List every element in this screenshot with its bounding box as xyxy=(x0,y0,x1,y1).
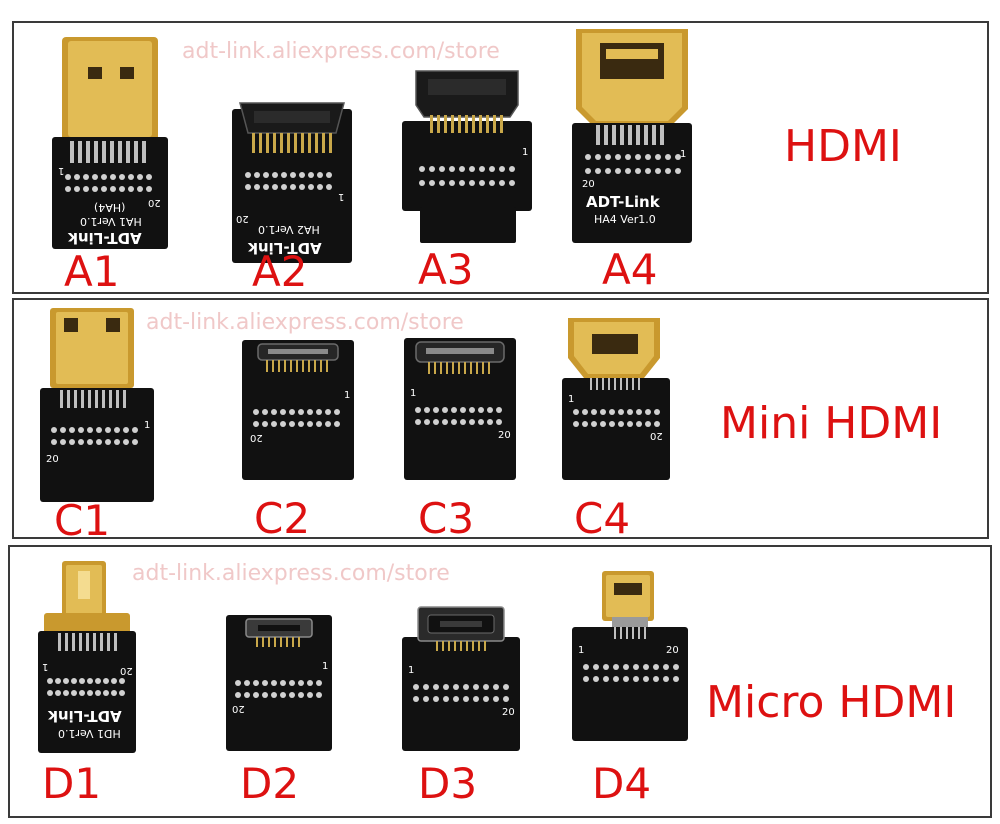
adapter-a1-image: 1 20 (HA4) HA1 Ver1.0 ADT-Link xyxy=(44,37,174,249)
hdmi-male-straight-graphic xyxy=(52,37,168,249)
pin-label-start: 1 xyxy=(42,661,49,672)
pin-label-end: 20 xyxy=(650,430,663,441)
adapter-c2-code: C2 xyxy=(254,494,311,543)
pin-label-end: 20 xyxy=(46,454,59,465)
silkscreen-brand: ADT-Link xyxy=(586,193,660,211)
pin-label-start: 1 xyxy=(410,388,417,399)
silkscreen-sub-model: (HA4) xyxy=(94,201,126,214)
adapter-c4-image: 1 20 xyxy=(562,318,670,480)
pin-label-start: 1 xyxy=(408,665,415,676)
adapter-d4-image: 1 20 xyxy=(572,571,688,741)
silkscreen-model: HA2 Ver1.0 xyxy=(258,223,320,236)
pin-label-end: 20 xyxy=(232,703,245,714)
micro-hdmi-male-graphic xyxy=(38,561,136,753)
pin-label-end: 20 xyxy=(498,430,511,441)
micro-hdmi-panel: adt-link.aliexpress.com/store Micro HDMI… xyxy=(8,545,992,818)
pin-label-start: 1 xyxy=(344,390,351,401)
silkscreen-brand: ADT-Link xyxy=(68,229,142,247)
pin-label-end: 20 xyxy=(236,213,249,224)
silkscreen-model: HA1 Ver1.0 xyxy=(80,215,142,228)
pin-label-start: 1 xyxy=(578,645,585,656)
adapter-d1-code: D1 xyxy=(42,759,102,808)
mini-hdmi-female-up-angle-graphic xyxy=(404,338,516,480)
watermark-text: adt-link.aliexpress.com/store xyxy=(132,561,450,586)
pin-label-start: 1 xyxy=(144,420,151,431)
adapter-c1-image: 1 20 xyxy=(40,308,154,502)
pin-label-start: 1 xyxy=(568,394,575,405)
adapter-d2-code: D2 xyxy=(240,759,300,808)
mini-hdmi-row-label: Mini HDMI xyxy=(720,398,943,449)
pin-label-start: 1 xyxy=(680,149,687,160)
mini-hdmi-panel: adt-link.aliexpress.com/store Mini HDMI … xyxy=(12,298,989,545)
pin-label-end: 20 xyxy=(666,645,679,656)
hdmi-row-label: HDMI xyxy=(784,121,902,172)
silkscreen-brand: ADT-Link xyxy=(48,707,122,725)
pin-label-end: 20 xyxy=(250,432,263,443)
pin-label-start: 1 xyxy=(522,147,529,158)
adapter-a1-code: A1 xyxy=(64,247,120,296)
adapter-d4-code: D4 xyxy=(592,759,652,808)
pin-label-start: 1 xyxy=(58,165,65,176)
hdmi-female-90deg-graphic xyxy=(232,102,352,263)
pin-label-end: 20 xyxy=(120,665,133,676)
adapter-d2-image: 1 20 xyxy=(226,615,332,751)
pin-label-end: 20 xyxy=(502,707,515,718)
adapter-d3-image: 1 20 xyxy=(402,606,520,751)
watermark-text: adt-link.aliexpress.com/store xyxy=(182,39,500,64)
silkscreen-model: HA4 Ver1.0 xyxy=(594,213,656,226)
mini-hdmi-female-90deg-graphic xyxy=(242,340,354,480)
adapter-c3-image: 1 20 xyxy=(404,338,516,480)
watermark-text: adt-link.aliexpress.com/store xyxy=(146,310,464,335)
micro-hdmi-female-up-angle-graphic xyxy=(402,606,520,751)
silkscreen-model: HD1 Ver1.0 xyxy=(58,727,121,740)
adapter-a4-code: A4 xyxy=(602,245,658,294)
adapter-d1-image: 1 20 ADT-Link HD1 Ver1.0 xyxy=(38,561,136,753)
mini-hdmi-male-graphic xyxy=(40,308,154,502)
adapter-c2-image: 1 20 xyxy=(242,340,354,480)
adapter-a4-image: 1 20 ADT-Link HA4 Ver1.0 xyxy=(572,29,692,243)
hdmi-female-up-angle-graphic xyxy=(402,70,532,243)
adapter-a2-code: A2 xyxy=(252,247,308,296)
pin-label-end: 20 xyxy=(582,179,595,190)
adapter-c3-code: C3 xyxy=(418,494,475,543)
adapter-d3-code: D3 xyxy=(418,759,478,808)
hdmi-panel: adt-link.aliexpress.com/store HDMI 1 20 … xyxy=(12,21,989,296)
pin-label-end: 20 xyxy=(148,197,161,208)
hdmi-female-straight-graphic xyxy=(572,29,692,243)
adapter-c4-code: C4 xyxy=(574,494,631,543)
adapter-a3-image: 1 xyxy=(402,70,532,243)
mini-hdmi-female-straight-graphic xyxy=(562,318,670,480)
micro-hdmi-female-straight-graphic xyxy=(572,571,688,741)
micro-hdmi-female-90deg-graphic xyxy=(226,615,332,751)
pin-label-start: 1 xyxy=(322,661,329,672)
adapter-a3-code: A3 xyxy=(418,245,474,294)
adapter-a2-image: 1 20 HA2 Ver1.0 ADT-Link xyxy=(232,99,352,263)
micro-hdmi-row-label: Micro HDMI xyxy=(706,677,957,728)
adapter-c1-code: C1 xyxy=(54,496,111,545)
pin-label-start: 1 xyxy=(338,191,345,202)
